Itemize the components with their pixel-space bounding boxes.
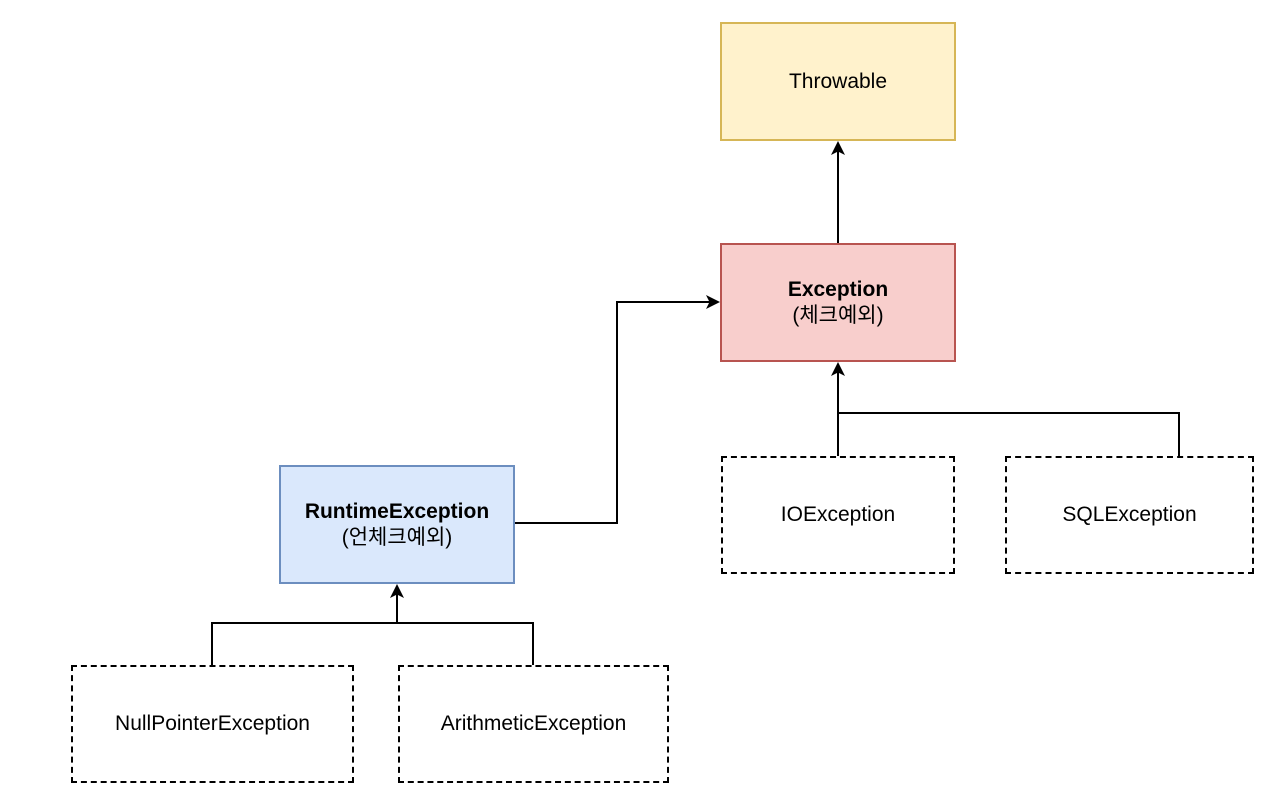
- io-exception-label: IOException: [780, 503, 896, 526]
- throwable-label: Throwable: [788, 69, 888, 93]
- arithmetic-exception-label: ArithmeticException: [440, 712, 627, 735]
- runtime-exception-sublabel: (언체크예외): [341, 525, 453, 549]
- runtime-exception-node[interactable]: RuntimeException (언체크예외): [279, 465, 515, 584]
- io-exception-node[interactable]: IOException: [721, 456, 955, 574]
- throwable-node[interactable]: Throwable: [720, 22, 956, 141]
- sql-exception-label: SQLException: [1062, 503, 1197, 526]
- edge-runtime-to-exception: [515, 295, 720, 524]
- edge-sql-branch: [838, 412, 1180, 456]
- exception-sublabel: (체크예외): [792, 303, 884, 327]
- arithmetic-exception-node[interactable]: ArithmeticException: [398, 665, 669, 783]
- runtime-exception-label: RuntimeException: [304, 499, 490, 523]
- exception-node[interactable]: Exception (체크예외): [720, 243, 956, 362]
- null-pointer-exception-node[interactable]: NullPointerException: [71, 665, 354, 783]
- null-pointer-exception-label: NullPointerException: [115, 712, 310, 735]
- sql-exception-node[interactable]: SQLException: [1005, 456, 1254, 574]
- exception-label: Exception: [787, 277, 889, 301]
- edge-npe-to-runtime: [211, 584, 404, 665]
- edge-arith-branch: [397, 622, 534, 665]
